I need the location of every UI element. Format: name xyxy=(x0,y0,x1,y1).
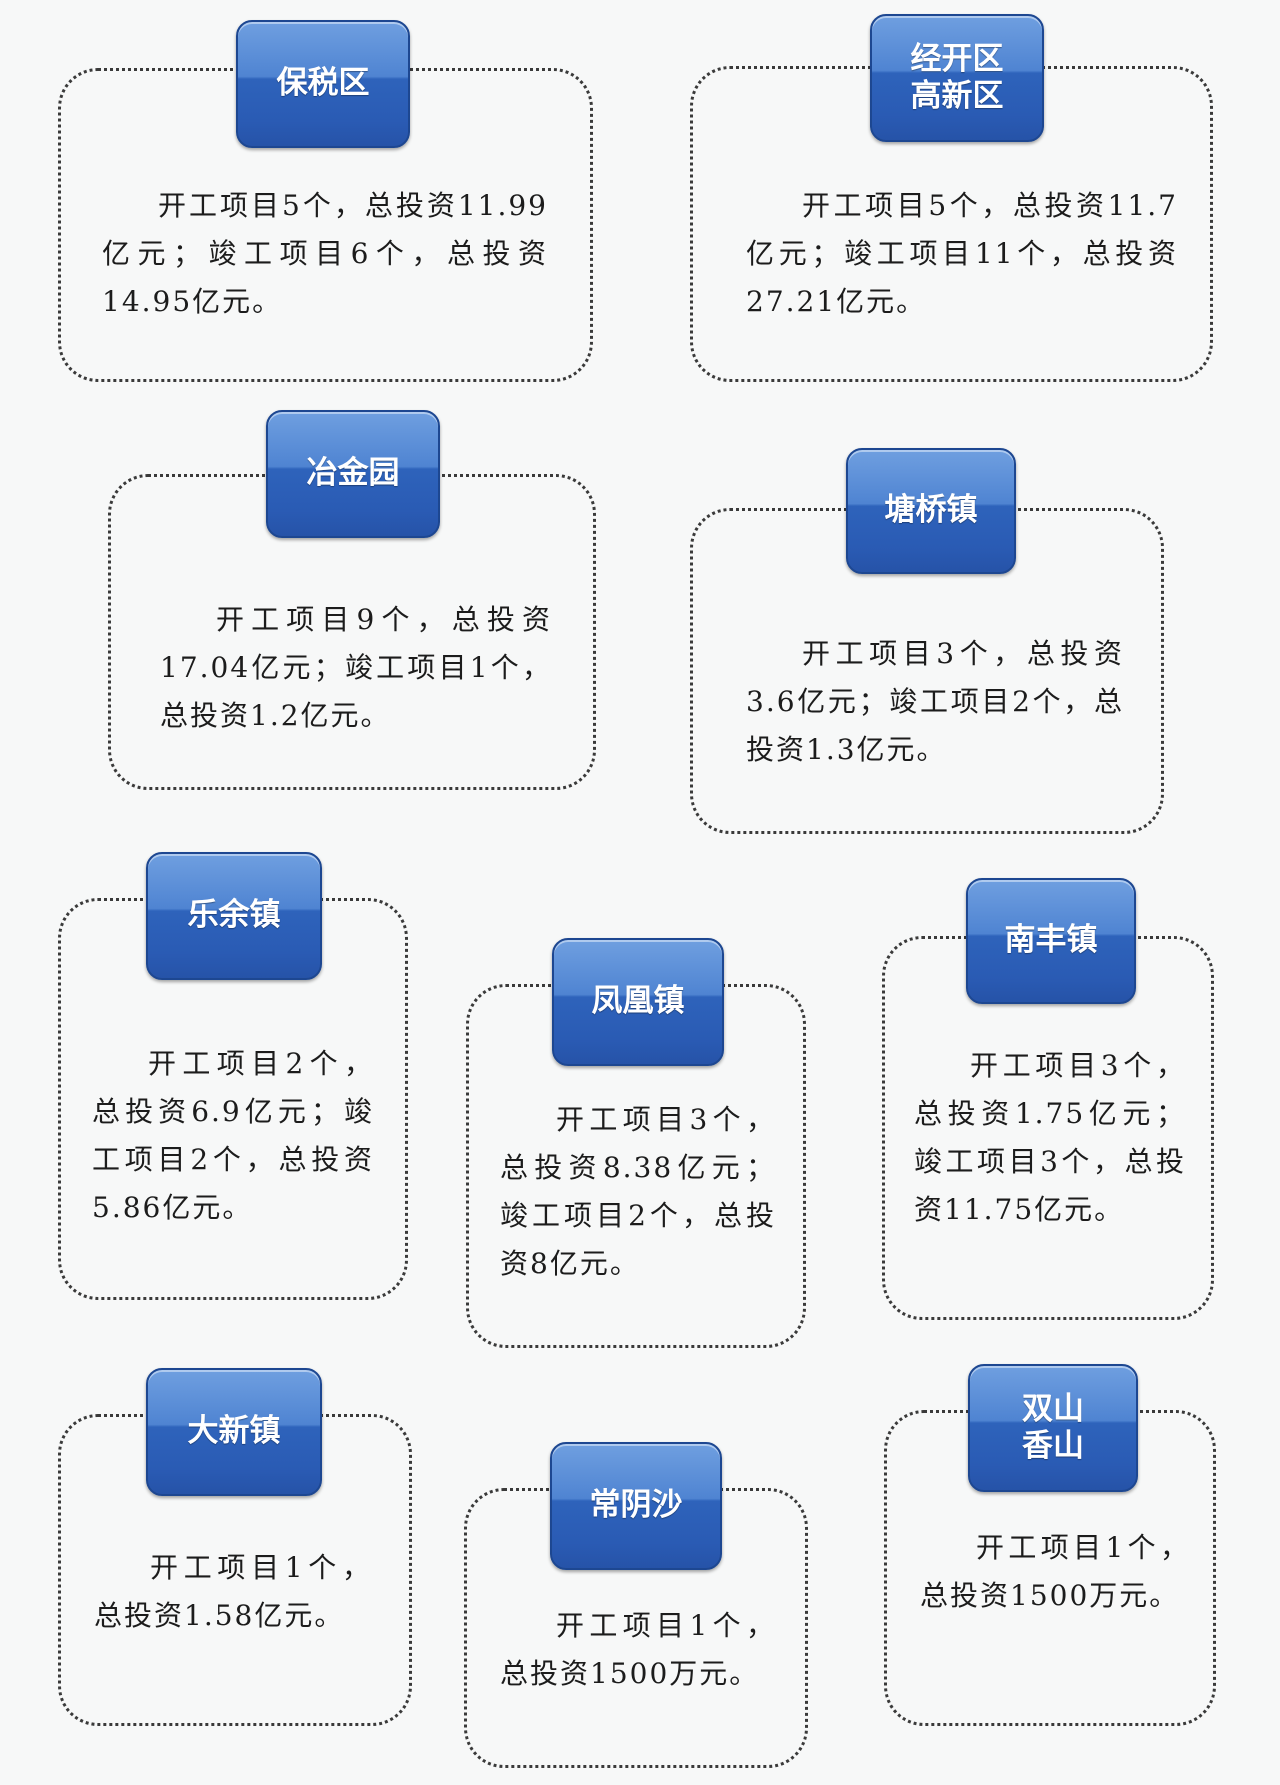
label-button-baoshui[interactable]: 保税区 xyxy=(236,20,410,148)
label-text: 塘桥镇 xyxy=(884,492,978,529)
card-description: 开工项目3个，总投资1.75亿元；竣工项目3个，总投资11.75亿元。 xyxy=(914,1049,1186,1226)
card-baoshui: 保税区 开工项目5个，总投资11.99亿元；竣工项目6个，总投资14.95亿元。 xyxy=(58,20,593,382)
card-description: 开工项目9个，总投资17.04亿元；竣工项目1个，总投资1.2亿元。 xyxy=(160,603,552,732)
card-leyu: 乐余镇 开工项目2个，总投资6.9亿元；竣工项目2个，总投资5.86亿元。 xyxy=(58,852,408,1300)
card-tangqiao: 塘桥镇 开工项目3个，总投资3.6亿元；竣工项目2个，总投资1.3亿元。 xyxy=(690,448,1164,834)
label-text: 常阴沙 xyxy=(589,1487,683,1524)
card-daxin: 大新镇 开工项目1个，总投资1.58亿元。 xyxy=(58,1368,412,1726)
label-text: 乐余镇 xyxy=(187,897,281,934)
label-button-leyu[interactable]: 乐余镇 xyxy=(146,852,322,980)
label-button-changyinsha[interactable]: 常阴沙 xyxy=(550,1442,722,1570)
label-button-yejin[interactable]: 冶金园 xyxy=(266,410,440,538)
label-text-line-1: 双山 xyxy=(1022,1390,1084,1427)
card-yejin: 冶金园 开工项目9个，总投资17.04亿元；竣工项目1个，总投资1.2亿元。 xyxy=(108,410,596,790)
card-fenghuang: 凤凰镇 开工项目3个，总投资8.38亿元；竣工项目2个，总投资8亿元。 xyxy=(466,938,806,1348)
card-shuangshan-xiangshan: 双山 香山 开工项目1个，总投资1500万元。 xyxy=(884,1364,1216,1726)
card-description: 开工项目3个，总投资8.38亿元；竣工项目2个，总投资8亿元。 xyxy=(500,1103,776,1280)
label-text: 大新镇 xyxy=(187,1413,281,1450)
card-description: 开工项目5个，总投资11.99亿元；竣工项目6个，总投资14.95亿元。 xyxy=(102,189,548,318)
card-description: 开工项目3个，总投资3.6亿元；竣工项目2个，总投资1.3亿元。 xyxy=(746,637,1124,766)
card-description: 开工项目5个，总投资11.7亿元；竣工项目11个，总投资27.21亿元。 xyxy=(746,189,1178,318)
label-button-shuangshan-xiangshan[interactable]: 双山 香山 xyxy=(968,1364,1138,1492)
card-changyinsha: 常阴沙 开工项目1个，总投资1500万元。 xyxy=(464,1442,808,1768)
label-text-line-2: 高新区 xyxy=(910,78,1004,114)
label-button-tangqiao[interactable]: 塘桥镇 xyxy=(846,448,1016,574)
label-text: 冶金园 xyxy=(306,455,400,492)
label-button-jingkai-gaoxin[interactable]: 经开区 高新区 xyxy=(870,14,1044,142)
label-text-line-2: 香山 xyxy=(1022,1428,1084,1464)
label-button-fenghuang[interactable]: 凤凰镇 xyxy=(552,938,724,1066)
card-description: 开工项目1个，总投资1500万元。 xyxy=(500,1609,776,1690)
label-text: 凤凰镇 xyxy=(591,983,685,1020)
label-button-nanfeng[interactable]: 南丰镇 xyxy=(966,878,1136,1004)
card-description: 开工项目1个，总投资1500万元。 xyxy=(920,1531,1190,1612)
card-nanfeng: 南丰镇 开工项目3个，总投资1.75亿元；竣工项目3个，总投资11.75亿元。 xyxy=(882,878,1214,1320)
label-text: 保税区 xyxy=(276,65,370,102)
label-button-daxin[interactable]: 大新镇 xyxy=(146,1368,322,1496)
card-description: 开工项目1个，总投资1.58亿元。 xyxy=(94,1551,372,1632)
label-text: 南丰镇 xyxy=(1004,922,1098,959)
card-jingkai-gaoxin: 经开区 高新区 开工项目5个，总投资11.7亿元；竣工项目11个，总投资27.2… xyxy=(690,14,1213,382)
card-description: 开工项目2个，总投资6.9亿元；竣工项目2个，总投资5.86亿元。 xyxy=(92,1047,374,1224)
label-text-line-1: 经开区 xyxy=(910,40,1004,77)
